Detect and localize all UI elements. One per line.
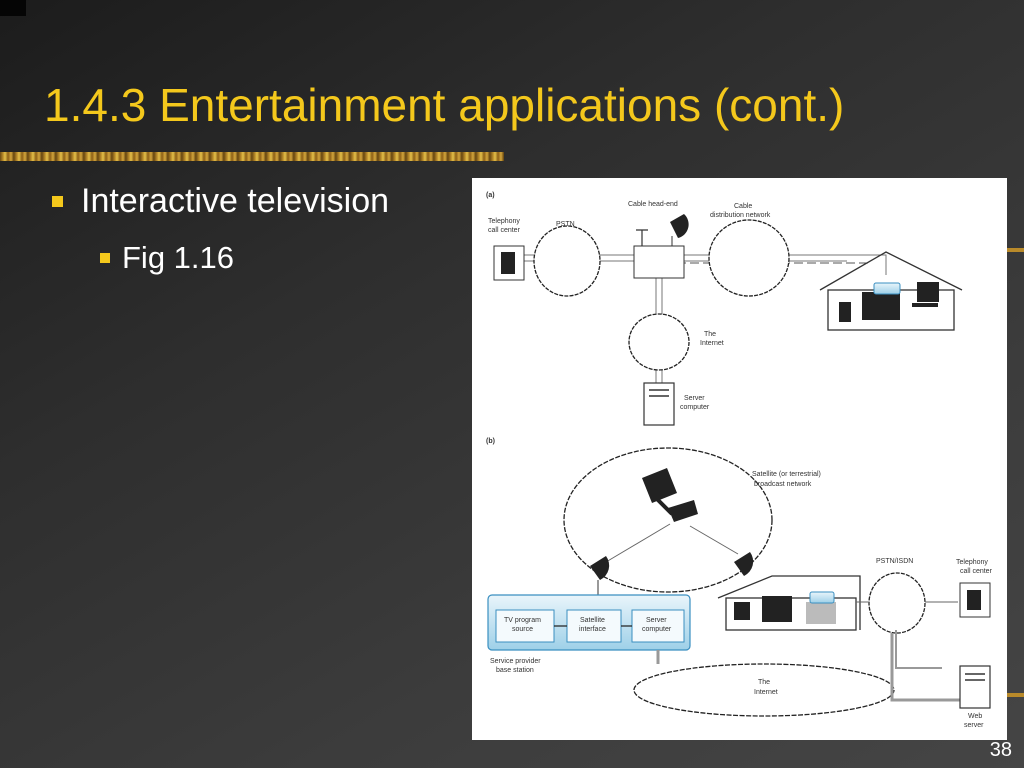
- bullet-text: Interactive television: [81, 182, 390, 220]
- label-line: call center: [960, 568, 993, 575]
- label-line: Service provider: [490, 658, 541, 665]
- antenna-icon: [636, 229, 648, 246]
- svg-text:interface: interface: [579, 626, 606, 633]
- server-computer-a: Server computer: [643, 382, 710, 426]
- title-underline: [0, 152, 504, 161]
- label-line: Web: [968, 713, 982, 720]
- internet-cloud-a: The Internet: [628, 313, 724, 371]
- edge-decoration: [1007, 693, 1024, 697]
- label-line: call center: [488, 227, 521, 234]
- home-b: [717, 575, 861, 631]
- svg-text:call center: call center: [488, 227, 521, 234]
- label-line: The: [704, 331, 716, 338]
- svg-text:Web: Web: [968, 713, 982, 720]
- label-line: source: [512, 626, 533, 633]
- svg-text:Telephony: Telephony: [956, 559, 988, 566]
- label-line: Server: [684, 395, 705, 402]
- home-a: [819, 251, 963, 331]
- svg-text:base station: base station: [496, 667, 534, 674]
- cable-head-end: Cable head-end: [628, 201, 689, 279]
- network-diagram-figure: (a) Telephony call center PSTN Cable hea…: [472, 178, 1007, 740]
- bullet-text: Fig 1.16: [122, 240, 235, 275]
- label-line: Cable: [734, 203, 752, 210]
- phone-icon: [839, 302, 851, 322]
- dish-icon: [590, 556, 610, 580]
- part-a-label: (a): [486, 192, 495, 199]
- set-top-box-icon: [873, 282, 901, 295]
- tv-icon: [806, 602, 836, 624]
- tv-icon: [862, 292, 900, 320]
- internet-cloud-b: The Internet: [633, 630, 962, 717]
- svg-text:server: server: [964, 722, 984, 729]
- svg-text:source: source: [512, 626, 533, 633]
- dish-icon: [734, 552, 754, 576]
- computer-icon: [917, 282, 939, 302]
- svg-text:Server: Server: [646, 617, 667, 624]
- label-line: server: [964, 722, 984, 729]
- bullet-fig-ref: Fig 1.16: [100, 240, 234, 276]
- svg-text:Telephony: Telephony: [488, 218, 520, 225]
- service-provider-base-station: TV program source Satellite interface Se…: [487, 594, 691, 674]
- bullet-interactive-television: Interactive television: [52, 182, 389, 221]
- svg-text:Service provider: Service provider: [490, 658, 541, 665]
- downlink-arrow: [689, 525, 739, 555]
- label-line: interface: [579, 626, 606, 633]
- label-line: base station: [496, 667, 534, 674]
- dish-icon: [670, 214, 689, 238]
- phone-icon: [501, 252, 515, 274]
- telephony-call-center-a: Telephony call center: [488, 218, 525, 281]
- svg-text:computer: computer: [642, 626, 672, 633]
- phone-icon: [967, 590, 981, 610]
- svg-text:The: The: [758, 679, 770, 686]
- satellite-network-cloud: Satellite (or terrestrial) broadcast net…: [563, 447, 821, 593]
- label-line: Telephony: [488, 218, 520, 225]
- pstn-cloud-a: PSTN: [533, 221, 601, 297]
- label-line: TV program: [504, 617, 541, 624]
- computer-icon: [762, 596, 792, 622]
- label-line: computer: [680, 404, 710, 411]
- label-line: Satellite (or terrestrial): [752, 471, 821, 478]
- svg-text:broadcast network: broadcast network: [754, 481, 812, 488]
- label-line: Internet: [700, 340, 724, 347]
- label-line: Telephony: [956, 559, 988, 566]
- cable-head-end-label: Cable head-end: [628, 201, 678, 208]
- pstn-label: PSTN: [556, 221, 575, 228]
- label-line: Server: [646, 617, 667, 624]
- svg-text:Satellite: Satellite: [580, 617, 605, 624]
- telephony-call-center-b: Telephony call center: [956, 559, 993, 618]
- svg-text:Internet: Internet: [700, 340, 724, 347]
- bullet-square-icon: [100, 253, 110, 263]
- label-line: Satellite: [580, 617, 605, 624]
- pstn-isdn-cloud: PSTN/ISDN: [856, 558, 958, 634]
- label-line: Internet: [754, 689, 778, 696]
- svg-text:Cable: Cable: [734, 203, 752, 210]
- part-b-label: (b): [486, 438, 495, 445]
- phone-icon: [734, 602, 750, 620]
- cable-network-cloud: Cable distribution network: [708, 203, 790, 297]
- svg-text:call center: call center: [960, 568, 993, 575]
- label-line: distribution network: [710, 212, 771, 219]
- corner-mark: [0, 0, 26, 16]
- web-server: Web server: [959, 665, 991, 729]
- set-top-box-icon: [809, 591, 835, 604]
- satellite-icon: [642, 468, 698, 522]
- uplink-arrow: [605, 523, 671, 563]
- pstn-isdn-label: PSTN/ISDN: [876, 558, 913, 565]
- svg-text:computer: computer: [680, 404, 710, 411]
- svg-text:Satellite (or terrestrial): Satellite (or terrestrial): [752, 471, 821, 478]
- edge-decoration: [1007, 248, 1024, 252]
- label-line: computer: [642, 626, 672, 633]
- label-line: The: [758, 679, 770, 686]
- slide-title: 1.4.3 Entertainment applications (cont.): [44, 79, 845, 131]
- svg-text:The: The: [704, 331, 716, 338]
- svg-text:TV program: TV program: [504, 617, 541, 624]
- bullet-square-icon: [52, 196, 63, 207]
- svg-text:Internet: Internet: [754, 689, 778, 696]
- svg-text:distribution network: distribution network: [710, 212, 771, 219]
- svg-text:Server: Server: [684, 395, 705, 402]
- label-line: broadcast network: [754, 481, 812, 488]
- slide-number: 38: [989, 739, 1012, 761]
